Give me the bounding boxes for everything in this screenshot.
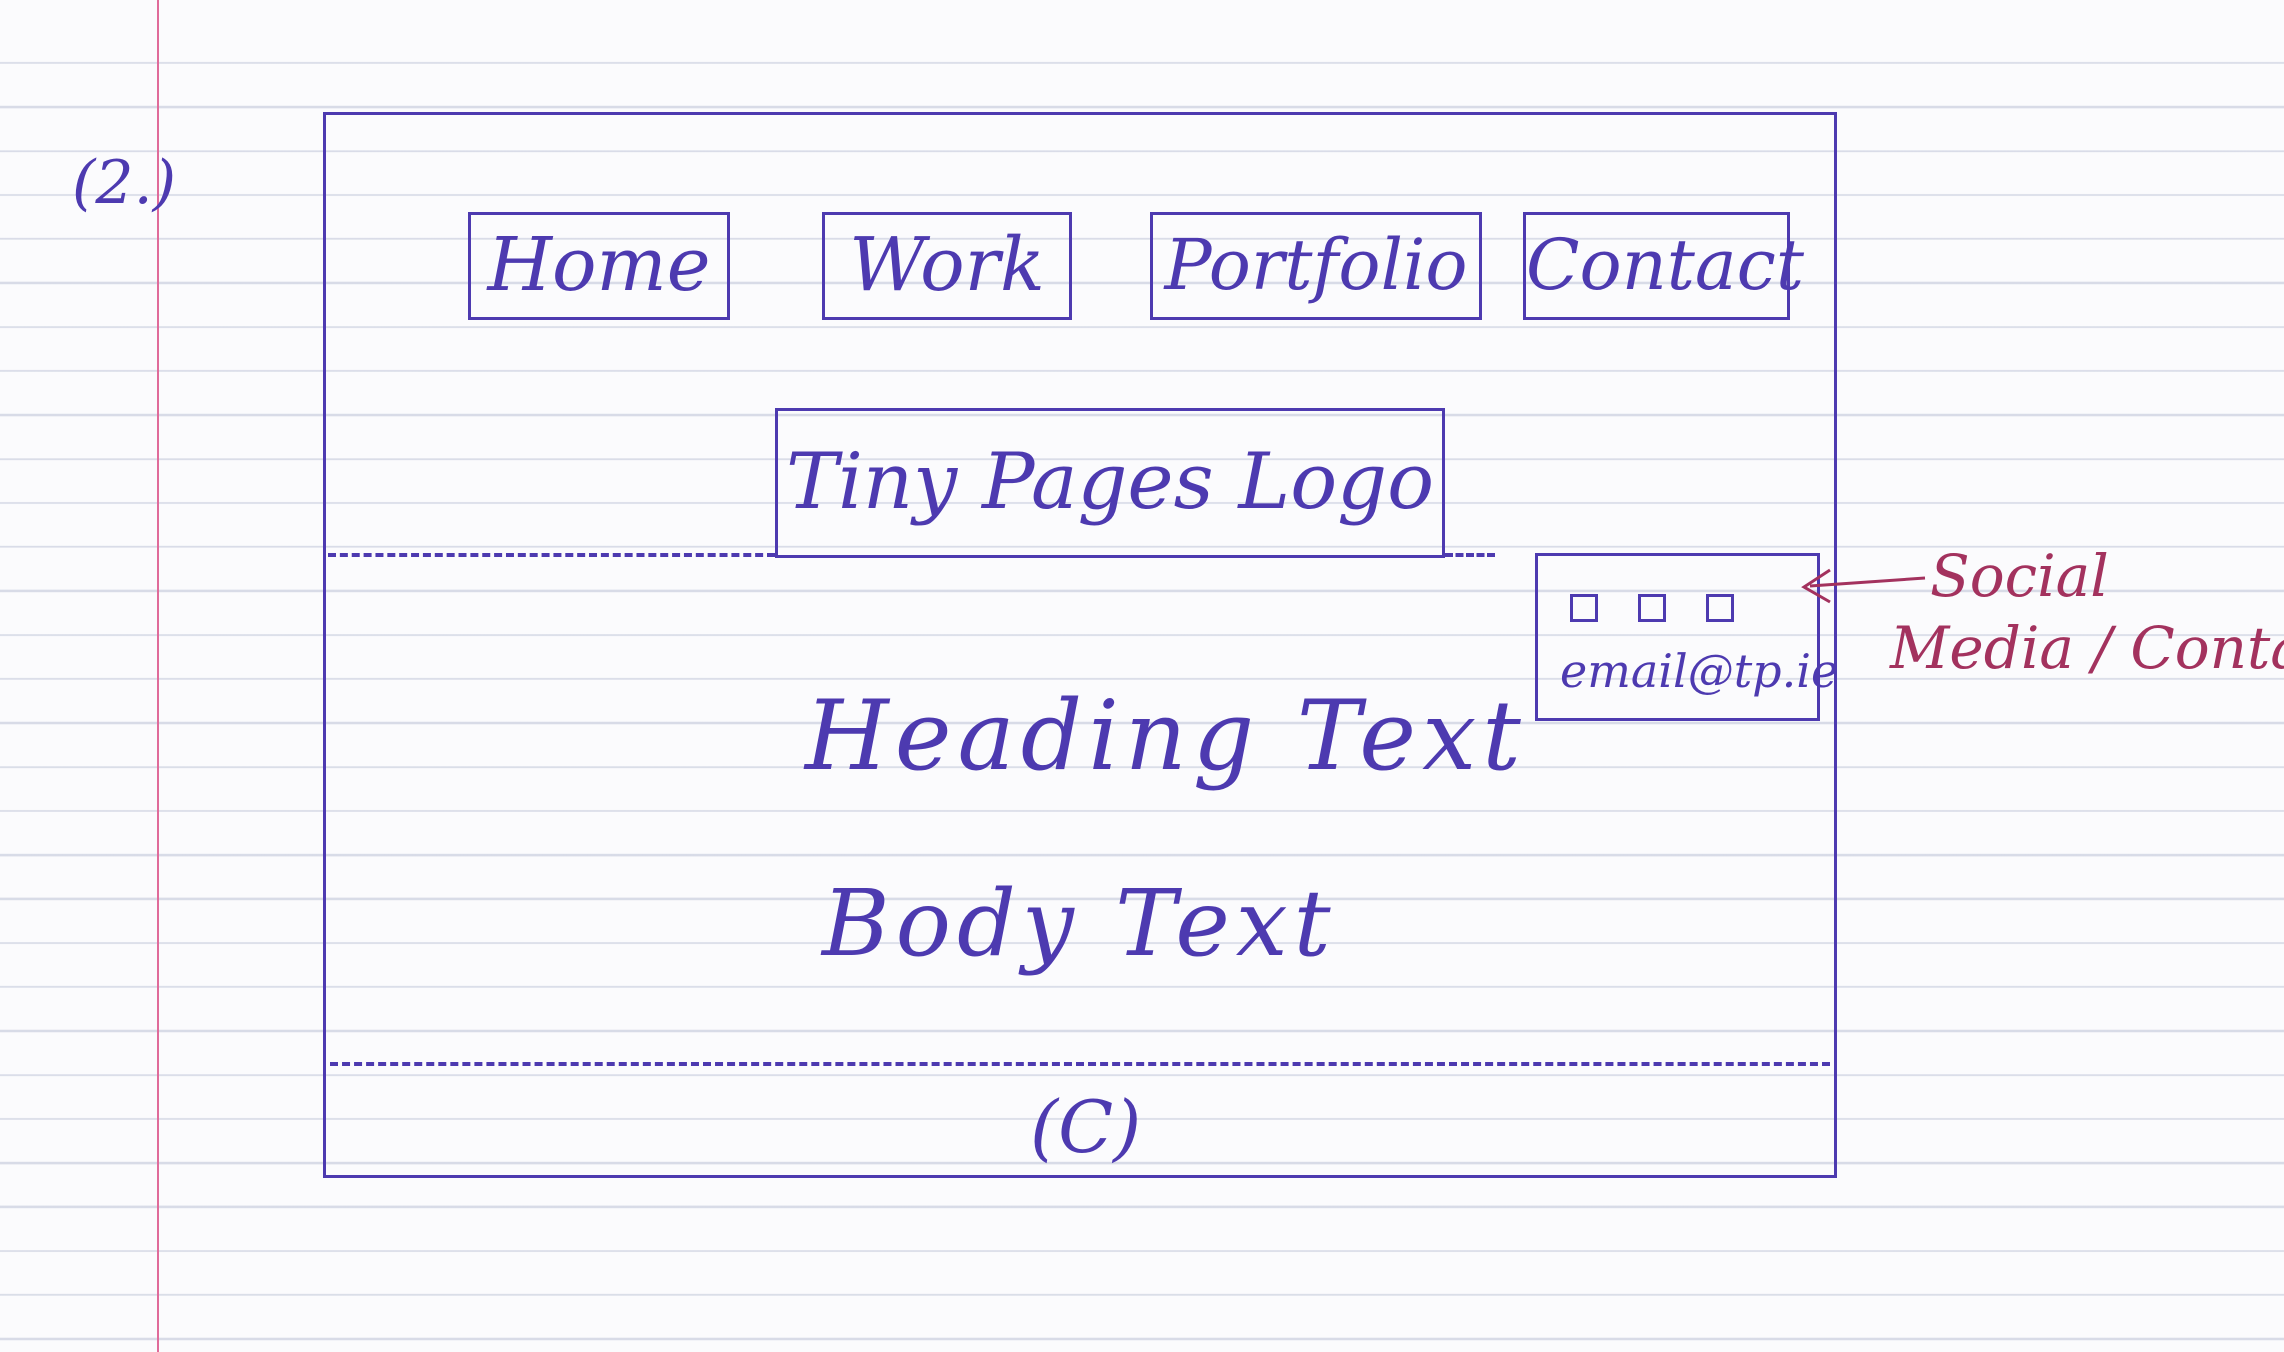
annotation-line-1: Social [1930,542,2109,610]
social-icon[interactable] [1638,594,1666,622]
nav-item-contact[interactable]: Contact [1523,212,1804,320]
social-media-box: email@tp.ie [1535,553,1838,721]
annotation-label: Social Media / Contact [1890,540,2284,684]
heading-text: Heading Text [805,680,1527,792]
footer-divider [330,1062,1830,1066]
page-number: (2.) [72,148,177,218]
annotation-line-2: Media / Contact [1890,614,2284,682]
header-divider [328,553,775,557]
annotation-arrow-icon [1801,568,1926,604]
logo-placeholder: Tiny Pages Logo [775,408,1445,558]
contact-email[interactable]: email@tp.ie [1560,644,1839,698]
body-text: Body Text [822,870,1337,977]
nav-item-work[interactable]: Work [822,212,1072,320]
notebook-margin-line [157,0,159,1352]
nav-item-home[interactable]: Home [468,212,730,320]
social-icon[interactable] [1570,594,1598,622]
social-icon[interactable] [1706,594,1734,622]
wireframe-page-frame [323,112,1837,1178]
header-divider-segment [1445,553,1495,557]
nav-item-portfolio[interactable]: Portfolio [1150,212,1482,320]
footer-copyright: (C) [1030,1085,1142,1169]
